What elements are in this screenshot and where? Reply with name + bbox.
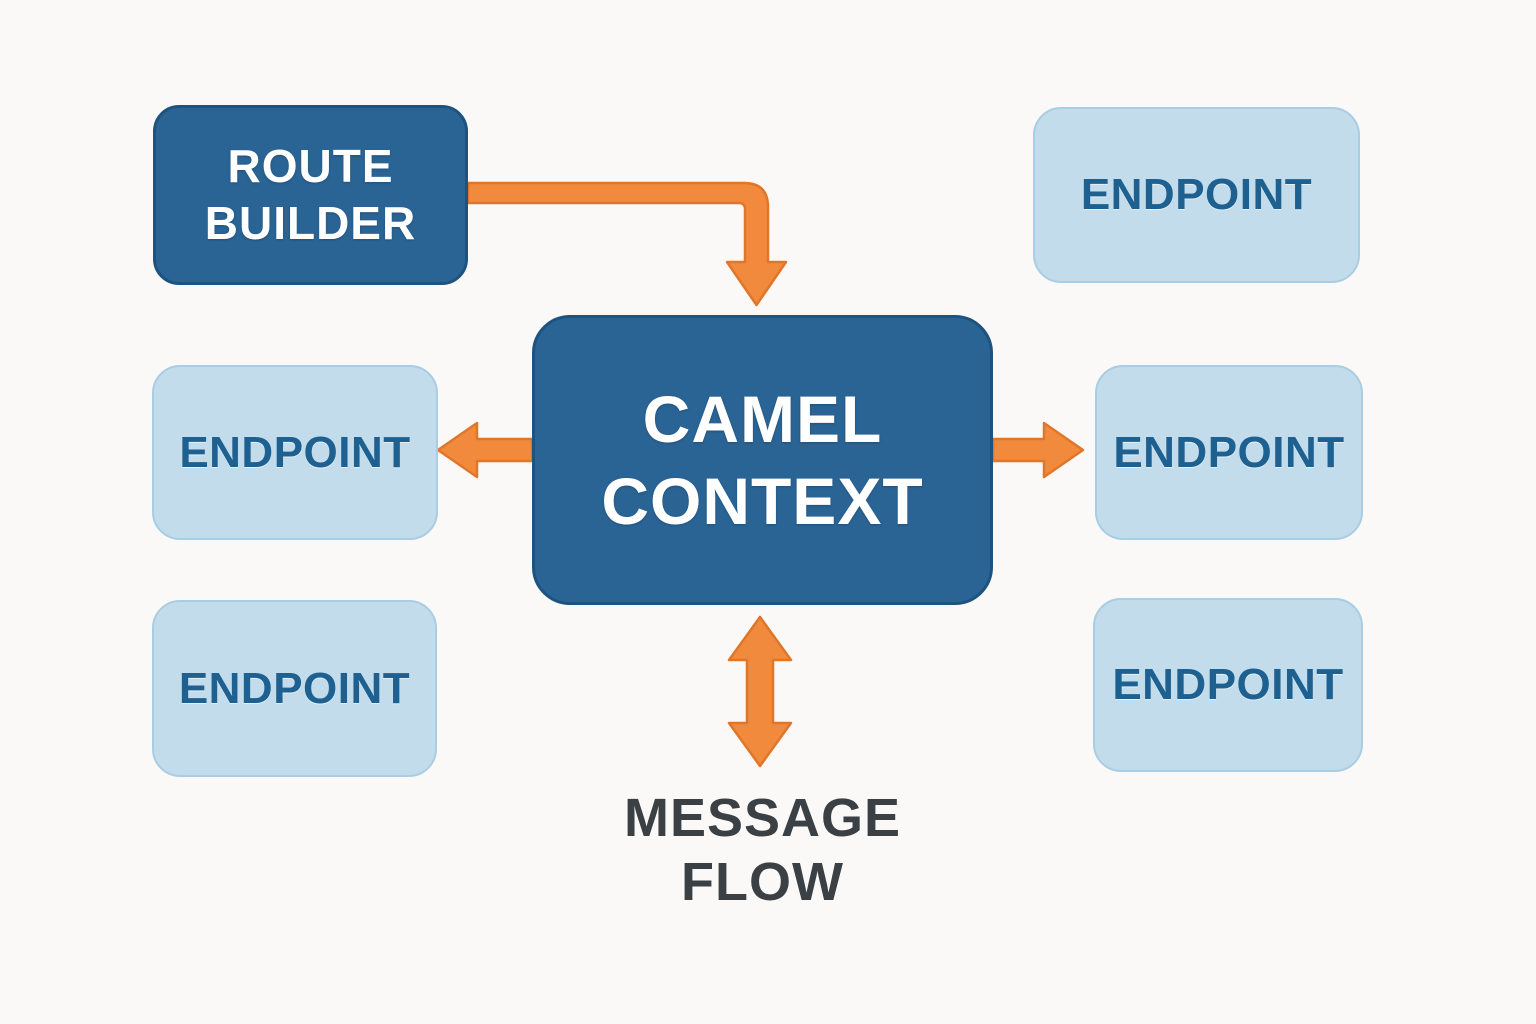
camel-context-to-right-endpoint-arrow xyxy=(991,421,1085,479)
message-flow-bidirectional-arrow xyxy=(727,615,793,768)
message-flow-caption: MESSAGE FLOW xyxy=(532,786,993,914)
node-endpoint-middle-right: ENDPOINT xyxy=(1095,365,1363,540)
route-builder-to-camel-context-arrow xyxy=(466,181,788,307)
route-builder-label-line2: BUILDER xyxy=(204,197,417,249)
camel-context-label-line1: CAMEL xyxy=(642,382,883,456)
node-endpoint-top-right: ENDPOINT xyxy=(1033,107,1360,283)
endpoint-label: ENDPOINT xyxy=(1080,170,1313,219)
node-endpoint-bottom-right: ENDPOINT xyxy=(1093,598,1363,772)
node-camel-context: CAMEL CONTEXT xyxy=(532,315,993,605)
node-route-builder: ROUTE BUILDER xyxy=(153,105,468,285)
endpoint-label: ENDPOINT xyxy=(1112,660,1344,709)
camel-context-label-line2: CONTEXT xyxy=(601,464,924,538)
endpoint-label: ENDPOINT xyxy=(179,427,411,477)
message-flow-caption-line2: FLOW xyxy=(681,852,844,912)
camel-context-to-left-endpoint-arrow xyxy=(436,421,534,479)
message-flow-caption-line1: MESSAGE xyxy=(623,788,902,848)
node-endpoint-middle-left: ENDPOINT xyxy=(152,365,438,540)
route-builder-label-line1: ROUTE xyxy=(227,140,394,192)
endpoint-label: ENDPOINT xyxy=(1113,427,1345,477)
endpoint-label: ENDPOINT xyxy=(178,663,411,713)
node-endpoint-bottom-left: ENDPOINT xyxy=(152,600,437,777)
